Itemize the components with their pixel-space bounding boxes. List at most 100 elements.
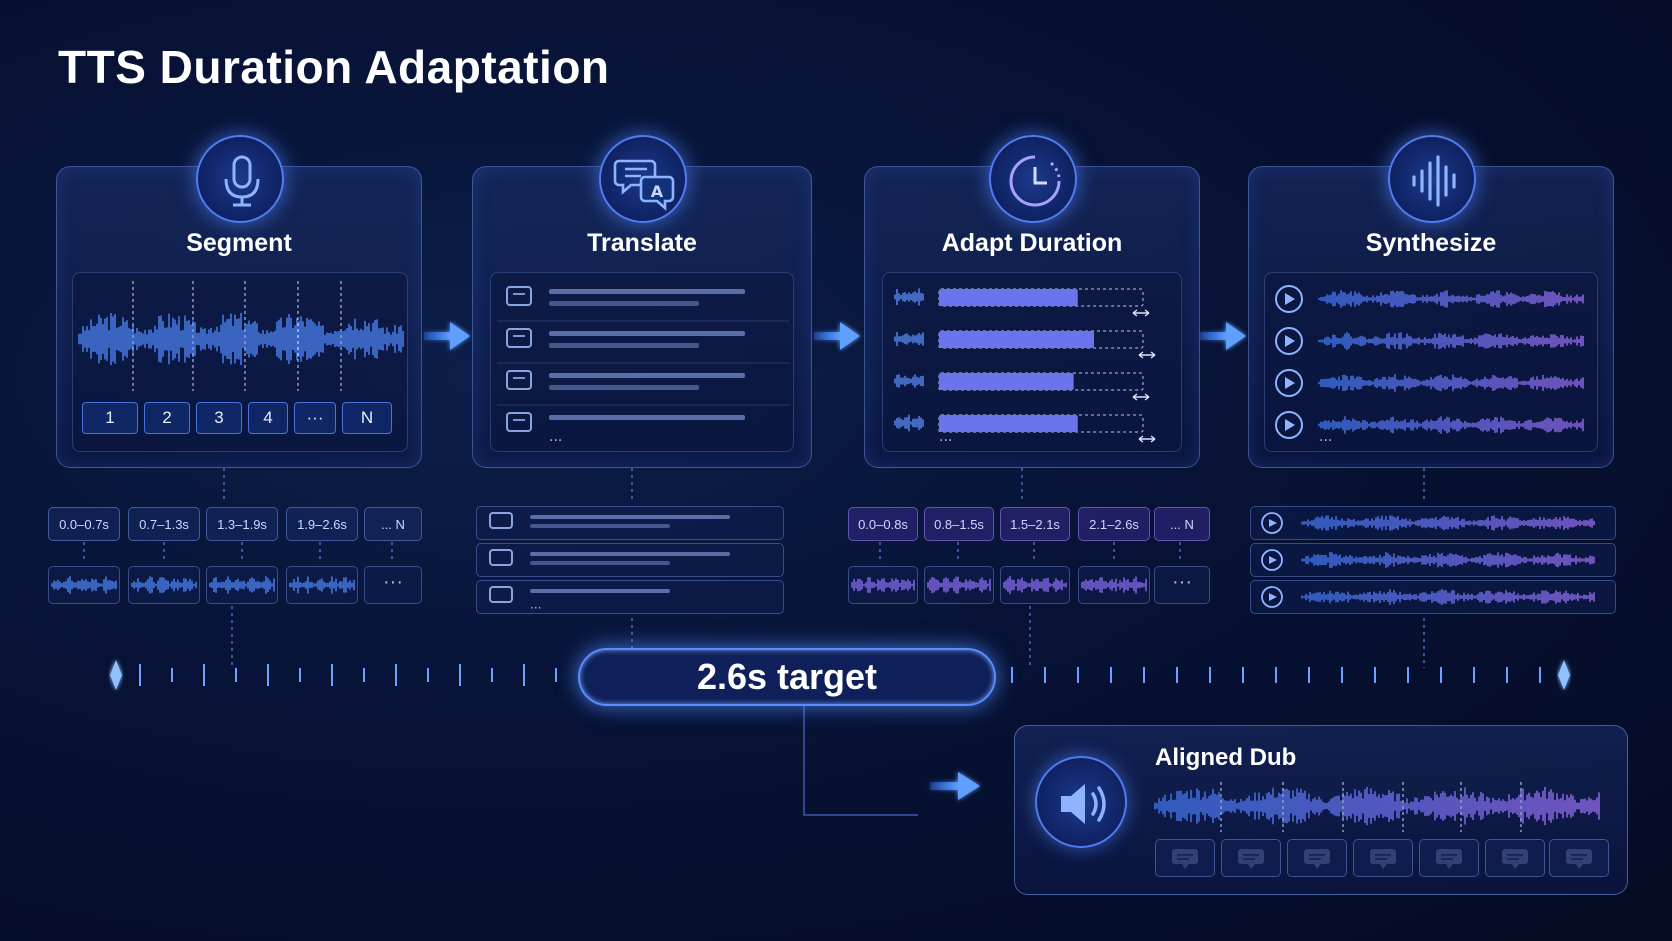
drop-lines xyxy=(83,468,1425,668)
target-duration-label: 2.6s target xyxy=(578,648,996,706)
segment-number: 3 xyxy=(196,402,242,434)
subtitle-slot xyxy=(1353,839,1413,877)
clock-icon xyxy=(989,135,1077,223)
timeline-end-marker xyxy=(1558,660,1570,690)
aligned-waveform xyxy=(1154,786,1600,826)
segment-number: ··· xyxy=(294,402,336,434)
segment-waveform xyxy=(78,312,404,366)
adapted-time-chip: 0.0–0.8s xyxy=(848,507,918,541)
more-indicator: ··· xyxy=(1154,566,1210,604)
stage-title: Synthesize xyxy=(1365,229,1497,257)
translation-row xyxy=(476,543,784,577)
text-line xyxy=(549,373,745,378)
play-icon xyxy=(1275,285,1303,313)
adapted-time-chip: 0.8–1.5s xyxy=(924,507,994,541)
subtitle-slot xyxy=(1155,839,1215,877)
duration-fill-bar xyxy=(939,331,1095,348)
svg-text:A: A xyxy=(651,182,664,201)
more-indicator: ··· xyxy=(1319,433,1332,449)
mini-waveform xyxy=(1078,566,1150,604)
segment-number: 2 xyxy=(144,402,190,434)
soundwave-icon xyxy=(1388,135,1476,223)
mini-waveform xyxy=(48,566,120,604)
mini-wave-icon xyxy=(894,332,924,346)
stretch-arrow-icon xyxy=(1132,393,1150,401)
more-indicator: ··· xyxy=(364,566,422,604)
play-icon xyxy=(1275,327,1303,355)
mini-waveform xyxy=(286,566,358,604)
chat-icon xyxy=(506,328,532,348)
duration-fill-bar xyxy=(939,289,1078,306)
more-indicator: ··· xyxy=(549,433,562,449)
stage-arrow xyxy=(1200,322,1246,350)
synth-waveform xyxy=(1318,290,1584,308)
chat-icon xyxy=(506,412,532,432)
text-line xyxy=(549,343,699,348)
synth-waveform xyxy=(1318,332,1584,350)
stage-title: Translate xyxy=(587,229,697,257)
duration-bars-panel: ··· xyxy=(882,272,1182,452)
mini-waveform xyxy=(206,566,278,604)
chat-icon xyxy=(506,286,532,306)
synth-waveform xyxy=(1318,416,1584,434)
text-line xyxy=(549,331,745,336)
time-chip: 1.3–1.9s xyxy=(206,507,278,541)
stage-title: Segment xyxy=(186,229,292,257)
stage-arrow xyxy=(814,322,860,350)
translation-row xyxy=(476,580,784,614)
segment-number: 1 xyxy=(82,402,138,434)
time-chip: 1.9–2.6s xyxy=(286,507,358,541)
subtitle-slot xyxy=(1287,839,1347,877)
page-title: TTS Duration Adaptation xyxy=(58,41,610,93)
adapted-time-chip: 1.5–2.1s xyxy=(1000,507,1070,541)
time-chip: ... N xyxy=(364,507,422,541)
mini-waveform xyxy=(1000,566,1070,604)
output-connector xyxy=(803,706,980,816)
subtitle-slot xyxy=(1419,839,1479,877)
mini-wave-icon xyxy=(894,414,924,432)
text-line xyxy=(549,415,745,420)
mini-wave-icon xyxy=(894,374,924,388)
aligned-dub-card: Aligned Dub xyxy=(1014,725,1628,895)
text-line xyxy=(549,301,699,306)
aligned-dub-title: Aligned Dub xyxy=(1155,744,1297,771)
subtitle-slot xyxy=(1485,839,1545,877)
translate-chat-icon: A xyxy=(599,135,687,223)
mini-waveform xyxy=(924,566,994,604)
timeline-start-marker xyxy=(110,660,122,690)
stretch-arrow-icon xyxy=(1138,435,1156,443)
chat-icon xyxy=(506,370,532,390)
translation-row xyxy=(476,506,784,540)
segment-number: N xyxy=(342,402,392,434)
duration-fill-bar xyxy=(939,415,1078,432)
play-icon xyxy=(1275,411,1303,439)
synth-row xyxy=(1250,506,1616,540)
stage-title: Adapt Duration xyxy=(941,229,1123,257)
text-line xyxy=(549,385,699,390)
microphone-icon xyxy=(196,135,284,223)
adapted-time-chip: ... N xyxy=(1154,507,1210,541)
stage-arrow xyxy=(424,322,470,350)
segment-number: 4 xyxy=(248,402,288,434)
duration-fill-bar xyxy=(939,373,1074,390)
play-icon xyxy=(1275,369,1303,397)
synth-row xyxy=(1250,580,1616,614)
time-chip: 0.0–0.7s xyxy=(48,507,120,541)
more-indicator: ··· xyxy=(939,433,952,449)
timeline xyxy=(110,660,1570,690)
time-chip: 0.7–1.3s xyxy=(128,507,200,541)
stretch-arrow-icon xyxy=(1138,351,1156,359)
text-line xyxy=(549,289,745,294)
synth-waveform xyxy=(1318,374,1584,392)
synth-row xyxy=(1250,543,1616,577)
speaker-icon xyxy=(1035,756,1127,848)
stretch-arrow-icon xyxy=(1132,309,1150,317)
subtitle-slot xyxy=(1221,839,1281,877)
subtitle-slot xyxy=(1549,839,1609,877)
adapted-time-chip: 2.1–2.6s xyxy=(1078,507,1150,541)
translation-list-panel: ··· xyxy=(490,272,794,452)
synthesized-audio-panel: ··· xyxy=(1264,272,1598,452)
mini-waveform xyxy=(128,566,200,604)
